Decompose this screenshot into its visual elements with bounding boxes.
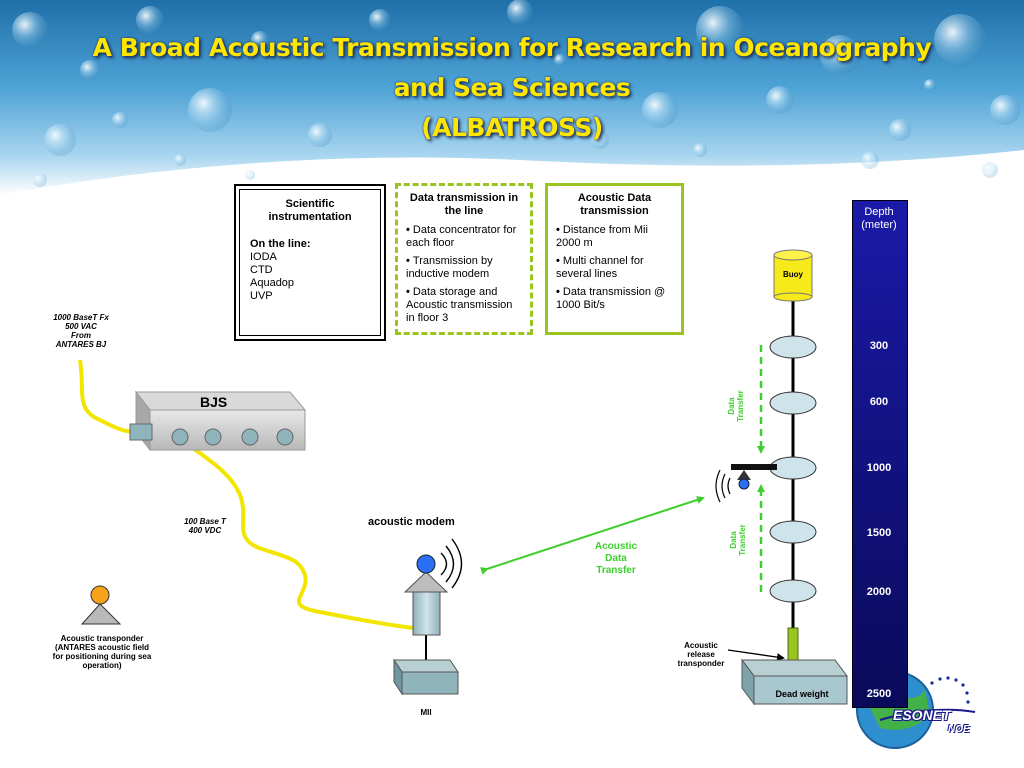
transponder-line: (ANTARES acoustic field xyxy=(54,643,150,652)
acoustic-transfer-label: Acoustic Data Transfer xyxy=(586,541,646,577)
instrument-item: UVP xyxy=(250,290,273,302)
data-transfer-line: Data xyxy=(727,397,736,415)
transponder-label: Acoustic transponder (ANTARES acoustic f… xyxy=(46,634,158,670)
mii-label: MII xyxy=(420,708,432,717)
acoustic-transponder-left xyxy=(80,585,122,625)
logo-text: ESONET xyxy=(893,707,951,723)
cable-mid-label: 100 Base T 400 VDC xyxy=(172,517,238,535)
depth-mark: 1500 xyxy=(866,527,892,539)
dead-weight-label: Dead weight xyxy=(775,689,829,699)
instrument-item: CTD xyxy=(250,264,273,276)
cable-top-line: 1000 BaseT Fx xyxy=(53,313,109,322)
acoustic-transfer-arrow xyxy=(480,496,705,575)
cable-top-line: 500 VAC xyxy=(65,322,97,331)
data-transmission-title: Data transmission in the line xyxy=(409,192,519,217)
title-line-1: A Broad Acoustic Transmission for Resear… xyxy=(92,33,932,62)
bjs-label: BJS xyxy=(200,394,228,410)
data-transmission-box: Data transmission in the line Data conce… xyxy=(395,183,533,335)
acoustic-data-item: Distance from Mii 2000 m xyxy=(556,224,673,250)
line-floors xyxy=(769,335,817,603)
depth-mark: 2000 xyxy=(866,586,892,598)
cable-top-line: ANTARES BJ xyxy=(55,340,107,349)
depth-title-line: (meter) xyxy=(861,219,897,231)
title-line-3: (ALBATROSS) xyxy=(421,113,603,142)
acoustic-modem-device xyxy=(403,538,463,668)
data-transfer-label-bottom: Data Transfer xyxy=(729,520,747,560)
instrument-item: IODA xyxy=(250,251,277,263)
cable-mid-line: 100 Base T xyxy=(184,517,226,526)
acoustic-data-item: Multi channel for several lines xyxy=(556,255,673,281)
data-transmission-item: Data storage and Acoustic transmission i… xyxy=(406,286,522,325)
dead-weight-block xyxy=(741,658,848,706)
acoustic-data-title: Acoustic Data transmission xyxy=(577,192,652,217)
depth-title: Depth (meter) xyxy=(852,206,906,232)
depth-title-line: Depth xyxy=(864,206,894,218)
instrument-item: Aquadop xyxy=(250,277,295,289)
transponder-line: operation) xyxy=(82,661,122,670)
release-line: release xyxy=(687,650,715,659)
scientific-box-title: Scientific instrumentation xyxy=(268,198,352,223)
water-background xyxy=(0,0,1024,195)
release-line: transponder xyxy=(677,659,725,668)
buoy-label: Buoy xyxy=(783,270,803,279)
data-transfer-label-top: Data Transfer xyxy=(727,386,745,426)
acoustic-modem-label: acoustic modem xyxy=(368,516,455,528)
cable-mid-line: 400 VDC xyxy=(188,526,222,535)
logo-subtext: NOE xyxy=(948,724,970,735)
cable-bjs-to-modem xyxy=(178,436,414,630)
cable-top-line: From xyxy=(71,331,91,340)
acoustic-transfer-line: Acoustic xyxy=(594,541,638,552)
title-line-2: and Sea Sciences xyxy=(393,73,631,102)
release-pointer-arrow xyxy=(727,649,785,662)
depth-scale-bar xyxy=(852,200,908,708)
data-transmission-item: Data concentrator for each floor xyxy=(406,224,522,250)
release-line: Acoustic xyxy=(684,641,718,650)
mii-block xyxy=(393,658,459,696)
data-transfer-line: Transfer xyxy=(736,390,745,422)
depth-mark: 600 xyxy=(869,396,889,408)
buoy xyxy=(773,249,813,302)
data-transmission-item: Transmission by inductive modem xyxy=(406,255,522,281)
cable-top-label: 1000 BaseT Fx 500 VAC From ANTARES BJ xyxy=(40,313,122,349)
depth-mark: 2500 xyxy=(866,688,892,700)
depth-mark: 1000 xyxy=(866,462,892,474)
release-transponder-label: Acoustic release transponder xyxy=(670,641,732,668)
cable-from-antares xyxy=(78,359,137,434)
depth-mark: 300 xyxy=(869,340,889,352)
acoustic-transfer-line: Transfer xyxy=(596,565,636,576)
acoustic-data-item: Data transmission @ 1000 Bit/s xyxy=(556,286,673,312)
header-banner: A Broad Acoustic Transmission for Resear… xyxy=(0,0,1024,200)
bjs-junction-box xyxy=(129,390,307,452)
data-transfer-line: Data xyxy=(729,531,738,549)
acoustic-transfer-line: Data xyxy=(605,553,627,564)
data-transfer-line: Transfer xyxy=(738,524,747,556)
floor3-emitter xyxy=(715,464,777,503)
page-title: A Broad Acoustic Transmission for Resear… xyxy=(40,28,984,148)
transponder-line: for positioning during sea xyxy=(52,652,152,661)
scientific-box-subtitle: On the line: xyxy=(250,238,311,250)
acoustic-data-box: Acoustic Data transmission Distance from… xyxy=(545,183,684,335)
scientific-instrumentation-box: Scientific instrumentation On the line: … xyxy=(234,184,386,341)
transponder-line: Acoustic transponder xyxy=(60,634,144,643)
